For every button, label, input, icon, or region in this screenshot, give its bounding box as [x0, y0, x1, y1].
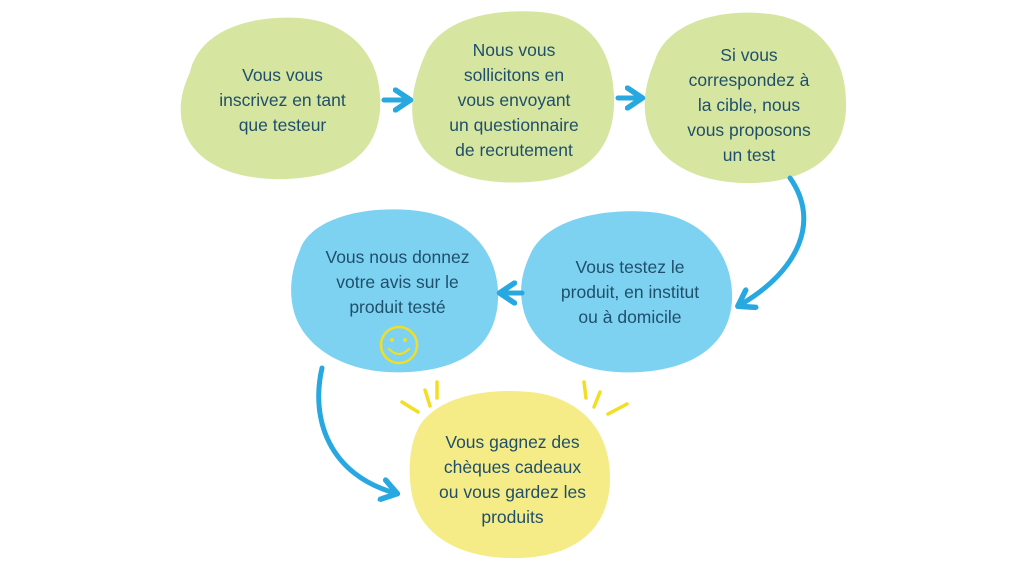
- step-5-blob: [291, 209, 499, 373]
- step-2-blob: [412, 11, 615, 183]
- step-4-blob: [521, 211, 733, 373]
- step-1-blob: [180, 17, 381, 180]
- arrow-step3-to-step4: [740, 175, 807, 305]
- smiley-icon: [379, 325, 419, 365]
- step-6-blob: [409, 390, 610, 559]
- sunburst-icon: [582, 380, 629, 416]
- step-3-blob: [644, 12, 847, 184]
- sunburst-icon: [400, 380, 439, 414]
- arrow-step5-to-step6: [316, 365, 395, 493]
